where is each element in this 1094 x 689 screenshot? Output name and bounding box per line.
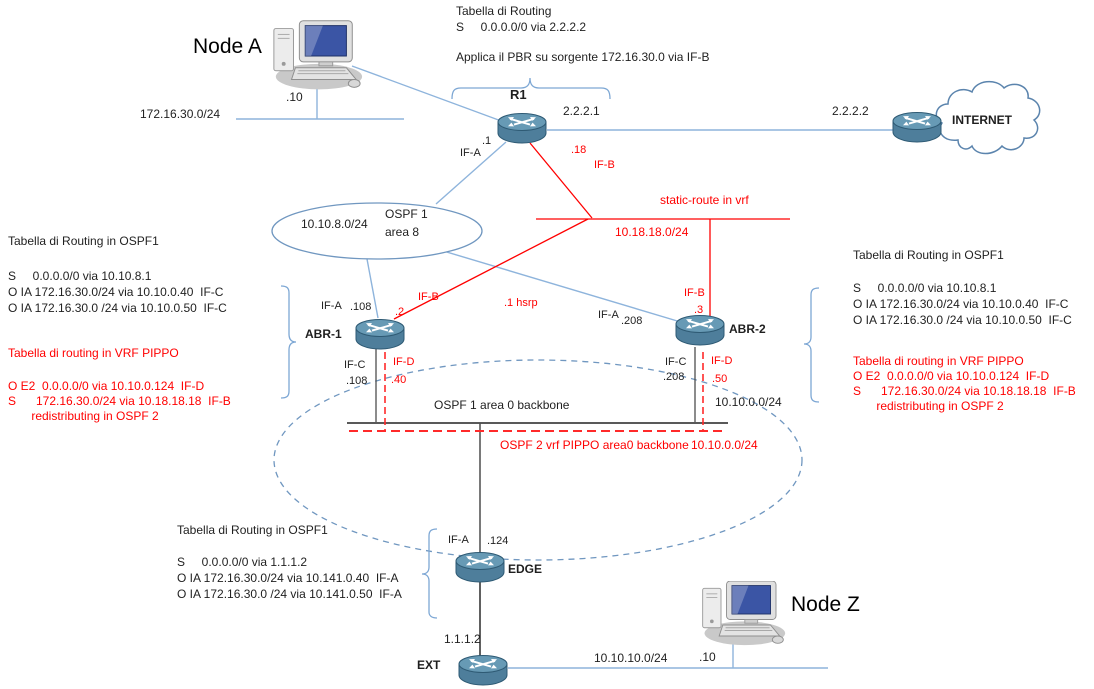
- edge-if-a-ip: .124: [487, 535, 509, 547]
- router-r1-icon: [496, 112, 548, 144]
- internet-label: INTERNET: [952, 113, 1012, 127]
- edge-label: EDGE: [508, 562, 543, 576]
- left-vrf-row: S 172.16.30.0/24 via 10.18.18.18 IF-B: [8, 394, 231, 408]
- router-abr2-icon: [674, 314, 726, 346]
- link-r1-vrf: [529, 142, 593, 219]
- r1-label: R1: [510, 87, 527, 102]
- vrf-network-label: 10.18.18.0/24: [615, 225, 689, 239]
- router-ext-icon: [457, 654, 509, 686]
- abr1-if-b-label: IF-B: [418, 291, 439, 303]
- ospf1-area8-ellipse: [271, 202, 483, 260]
- vrf-static-route-label: static-route in vrf: [660, 193, 749, 207]
- abr2-if-d-ip: .50: [712, 373, 728, 385]
- r1-if-b-ip: .18: [571, 144, 587, 156]
- edge-table-brace: [421, 528, 438, 619]
- abr2-label: ABR-2: [729, 322, 766, 336]
- router-edge-icon: [454, 551, 506, 583]
- pbr-brace: [451, 77, 611, 100]
- node-a-network: 172.16.30.0/24: [140, 107, 221, 121]
- area8-name-line2: area 8: [385, 225, 420, 239]
- r1-if-a-label: IF-A: [460, 147, 481, 159]
- top-routing-table-title: Tabella di Routing: [456, 4, 552, 18]
- left-ospf1-row: O IA 172.16.30.0/24 via 10.10.0.40 IF-C: [8, 285, 224, 299]
- node-a-host-ip: .10: [286, 90, 303, 104]
- ext-label: EXT: [417, 658, 441, 672]
- ospf2-backbone-label: OSPF 2 vrf PIPPO area0 backbone: [500, 438, 689, 452]
- area8-network: 10.10.8.0/24: [301, 217, 368, 231]
- r1-wan-ip: 2.2.2.1: [563, 104, 600, 118]
- link-nodea-r1: [351, 65, 505, 123]
- abr1-if-c-ip: .108: [346, 375, 368, 387]
- router-abr1-icon: [354, 318, 406, 350]
- left-vrf-row: redistributing in OSPF 2: [8, 409, 159, 423]
- link-r1-area8: [435, 141, 507, 205]
- abr2-if-c-ip: .208: [663, 371, 685, 383]
- abr1-label: ABR-1: [305, 327, 342, 341]
- abr1-if-d-label: IF-D: [393, 356, 415, 368]
- right-ospf1-table-title: Tabella di Routing in OSPF1: [853, 248, 1004, 262]
- top-routing-table-entry: S 0.0.0.0/0 via 2.2.2.2: [456, 20, 587, 34]
- link-vrf-abr1: [393, 218, 589, 320]
- node-a-computer-icon: [268, 20, 366, 92]
- right-ospf1-row: O IA 172.16.30.0/24 via 10.10.0.40 IF-C: [853, 297, 1069, 311]
- ospf2-backbone-network: 10.10.0.0/24: [691, 438, 758, 452]
- edge-if-a-label: IF-A: [448, 534, 469, 546]
- area8-name-line1: OSPF 1: [385, 207, 428, 221]
- ospf-domain-dashed-ellipse: [273, 359, 803, 561]
- abr2-if-b-ip: .3: [694, 304, 704, 316]
- right-vrf-row: O E2 0.0.0.0/0 via 10.10.0.124 IF-D: [853, 369, 1050, 383]
- node-z-computer-icon: [694, 581, 792, 647]
- ext-network: 10.10.10.0/24: [594, 651, 668, 665]
- right-ospf1-row: S 0.0.0.0/0 via 10.10.8.1: [853, 281, 997, 295]
- right-vrf-table-title: Tabella di routing in VRF PIPPO: [853, 354, 1024, 368]
- abr1-if-c-label: IF-C: [344, 359, 366, 371]
- bottom-ospf1-row: S 0.0.0.0/0 via 1.1.1.2: [177, 555, 308, 569]
- abr2-if-b-label: IF-B: [684, 287, 705, 299]
- left-ospf1-row: O IA 172.16.30.0 /24 via 10.10.0.50 IF-C: [8, 301, 227, 315]
- link-area8-abr2: [439, 249, 685, 324]
- ospf1-backbone-label: OSPF 1 area 0 backbone: [434, 398, 570, 412]
- abr1-if-d-ip: .40: [391, 374, 407, 386]
- left-vrf-row: O E2 0.0.0.0/0 via 10.10.0.124 IF-D: [8, 379, 205, 393]
- router-internet-icon: [891, 111, 943, 143]
- abr2-if-d-label: IF-D: [711, 355, 733, 367]
- bottom-ospf1-table-title: Tabella di Routing in OSPF1: [177, 523, 328, 537]
- right-vrf-row: S 172.16.30.0/24 via 10.18.18.18 IF-B: [853, 384, 1076, 398]
- abr2-if-c-label: IF-C: [665, 356, 687, 368]
- abr1-if-a-label: IF-A: [321, 300, 342, 312]
- ospf1-backbone-network: 10.10.0.0/24: [715, 395, 782, 409]
- internet-cloud-icon: [928, 76, 1046, 168]
- abr1-if-a-ip: .108: [350, 301, 372, 313]
- bottom-ospf1-row: O IA 172.16.30.0/24 via 10.141.0.40 IF-A: [177, 571, 399, 585]
- left-tables-brace: [280, 285, 297, 399]
- left-vrf-table-title: Tabella di routing in VRF PIPPO: [8, 346, 179, 360]
- abr1-if-b-ip: .2: [395, 306, 405, 318]
- node-a-label: Node A: [193, 35, 262, 58]
- r1-if-b-label: IF-B: [594, 159, 615, 171]
- right-ospf1-row: O IA 172.16.30.0 /24 via 10.10.0.50 IF-C: [853, 313, 1072, 327]
- right-vrf-row: redistributing in OSPF 2: [853, 399, 1004, 413]
- node-z-host-ip: .10: [699, 650, 716, 664]
- abr2-if-a-label: IF-A: [598, 309, 619, 321]
- node-z-label: Node Z: [791, 593, 860, 616]
- bottom-ospf1-row: O IA 172.16.30.0 /24 via 10.141.0.50 IF-…: [177, 587, 402, 601]
- right-tables-brace: [803, 287, 820, 403]
- left-ospf1-table-title: Tabella di Routing in OSPF1: [8, 234, 159, 248]
- internet-ip: 2.2.2.2: [832, 104, 869, 118]
- abr2-if-a-ip: .208: [621, 315, 643, 327]
- r1-if-a-ip: .1: [482, 135, 492, 147]
- ext-uplink-ip: 1.1.1.2: [444, 632, 481, 646]
- left-ospf1-row: S 0.0.0.0/0 via 10.10.8.1: [8, 269, 152, 283]
- pbr-note: Applica il PBR su sorgente 172.16.30.0 v…: [456, 50, 710, 64]
- hsrp-label: .1 hsrp: [504, 297, 538, 309]
- link-area8-abr1: [366, 258, 379, 319]
